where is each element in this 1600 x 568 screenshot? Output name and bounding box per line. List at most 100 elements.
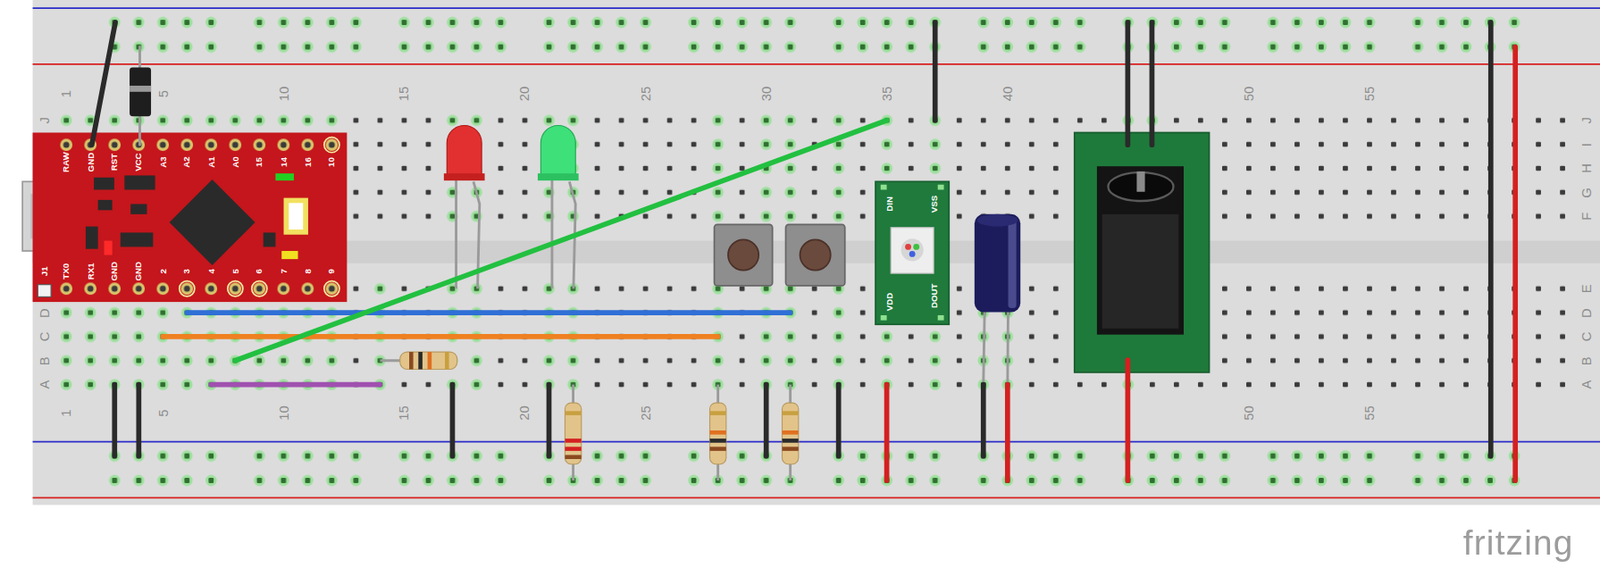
pin-label: 15 — [254, 157, 264, 168]
pin-label: TX0 — [61, 263, 71, 280]
header-pins — [54, 276, 344, 302]
pad — [880, 184, 888, 191]
capacitor-top — [977, 214, 1019, 227]
green-led — [537, 173, 579, 181]
ground-wire — [980, 385, 987, 457]
breadboard-index: C — [1580, 332, 1594, 343]
rgb-led — [901, 238, 924, 261]
rgb-led — [909, 251, 916, 258]
diode-band — [129, 85, 151, 93]
breadboard-index: 5 — [156, 409, 170, 417]
breadboard-index: J — [38, 117, 52, 124]
resistor-symbol — [782, 402, 799, 465]
ground-wire — [1488, 22, 1494, 456]
capacitor-lead — [983, 306, 985, 386]
breadboard-index: 55 — [1363, 405, 1377, 421]
pad — [880, 315, 888, 321]
smd-parts — [85, 175, 276, 249]
power-wire — [884, 385, 890, 481]
breadboard-index: 20 — [518, 86, 532, 102]
watermark: fritzing — [1463, 525, 1575, 561]
pin-label: 10 — [327, 157, 337, 168]
breadboard-index: 10 — [276, 86, 291, 102]
breadboard-index: 25 — [638, 86, 653, 102]
pin-label: VDD — [885, 293, 895, 312]
ground-wire — [92, 22, 116, 145]
pin-label: GND — [85, 152, 95, 173]
breadboard-index: E — [1580, 284, 1594, 294]
push-button — [786, 224, 846, 286]
breadboard — [33, 0, 1600, 505]
rgb-led — [913, 243, 920, 251]
rgb-led — [904, 243, 912, 251]
hole-grid — [54, 276, 1575, 397]
pin-label: A3 — [158, 156, 168, 168]
breadboard-index: I — [1580, 142, 1594, 147]
breadboard-index: 5 — [156, 90, 170, 98]
breadboard-index: 55 — [1363, 86, 1377, 102]
breadboard-index: 20 — [518, 405, 532, 421]
pin-label: RX1 — [85, 262, 95, 280]
breadboard-index: J — [1580, 117, 1594, 124]
breadboard-index: G — [1580, 187, 1594, 199]
pin-label: 2 — [158, 268, 168, 274]
breadboard-index: 15 — [397, 405, 411, 421]
capacitor-symbol — [974, 214, 1021, 313]
board-outline — [33, 132, 348, 302]
pad — [938, 184, 945, 191]
top-wires — [92, 22, 936, 145]
push-button — [799, 239, 830, 270]
reset-button — [284, 198, 309, 235]
signal-wire — [162, 334, 718, 340]
jack-body — [1097, 166, 1184, 335]
pin-label: 16 — [303, 157, 313, 168]
pin-label: A1 — [206, 156, 216, 168]
rail-holes — [102, 9, 1551, 59]
breadboard-index: C — [38, 332, 52, 343]
pin-label: DIN — [885, 196, 895, 212]
resistor-symbol — [564, 402, 581, 465]
resistor-symbol — [400, 351, 458, 369]
rail-line — [33, 441, 1600, 444]
capacitor-lead — [1005, 306, 1010, 386]
header-pins — [54, 132, 344, 157]
breadboard-index: 50 — [1241, 86, 1256, 102]
pin-label: 9 — [327, 268, 337, 274]
reset-button — [288, 202, 303, 230]
ground-wire — [1149, 22, 1156, 145]
pin-label: VSS — [929, 195, 939, 213]
capacitor-stripe — [1008, 217, 1017, 309]
resistor-symbol — [710, 402, 727, 465]
breadboard-index: 40 — [1000, 86, 1014, 102]
buttons — [714, 224, 846, 286]
breadboard-index: 1 — [59, 90, 74, 98]
push-button — [714, 224, 773, 286]
rail-line — [33, 7, 1600, 9]
led-breakout-board: DINVSSVDDDOUT — [875, 181, 949, 325]
ground-wire — [135, 385, 142, 457]
pin-label: 7 — [279, 268, 289, 274]
status-led — [275, 173, 294, 181]
breadboard-index: B — [38, 356, 52, 366]
ground-wire — [111, 385, 118, 457]
breadboard-index: 30 — [759, 86, 773, 102]
power-wire — [1512, 47, 1518, 481]
signal-wire — [210, 382, 380, 388]
smd-led — [281, 251, 298, 260]
push-button — [728, 239, 759, 270]
breadboard-index: 10 — [276, 405, 291, 421]
jumper-pad — [37, 284, 51, 298]
red-led — [446, 125, 482, 180]
chip — [169, 179, 256, 266]
ground-wire — [932, 22, 939, 121]
signal-wire — [234, 120, 887, 361]
pin-label: 6 — [254, 268, 264, 274]
microcontroller-illustration — [22, 132, 347, 302]
pin-label: 8 — [303, 268, 313, 274]
pin-label: VCC — [134, 152, 143, 172]
rail-line — [33, 63, 1600, 66]
power-wire — [1125, 360, 1131, 481]
ground-wire — [546, 385, 553, 457]
microcontroller-board: RAWGNDRSTVCCA3A2A1A015141610J1TX0RX1GNDG… — [33, 132, 348, 302]
